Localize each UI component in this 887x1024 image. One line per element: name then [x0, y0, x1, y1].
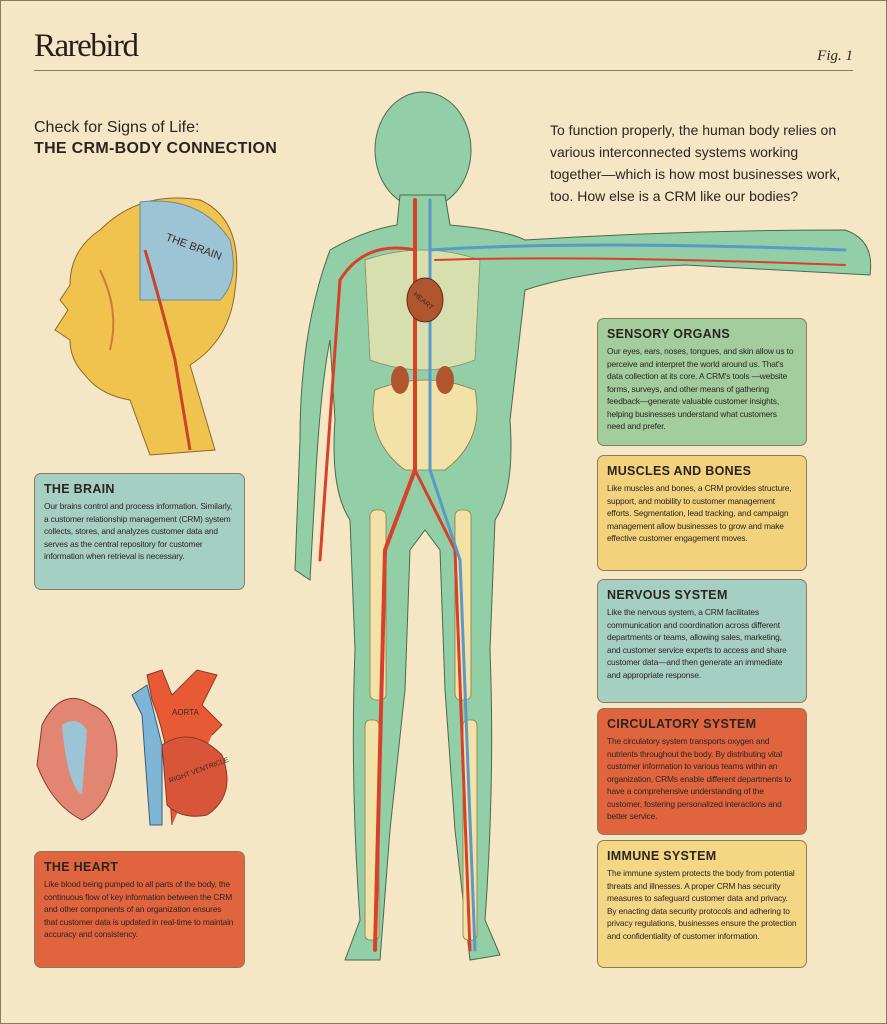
card-sensory-title: SENSORY ORGANS — [607, 327, 730, 341]
intro-text: To function properly, the human body rel… — [550, 122, 841, 204]
card-heart: THE HEART Like blood being pumped to all… — [34, 851, 245, 968]
card-immune-body: The immune system protects the body from… — [607, 868, 797, 941]
brain-head-illustration: THE BRAIN — [54, 197, 238, 456]
card-heart-title: THE HEART — [44, 860, 119, 874]
card-heart-body: Like blood being pumped to all parts of … — [44, 879, 234, 939]
card-muscles-bones: MUSCLES AND BONES Like muscles and bones… — [597, 455, 807, 571]
header-divider — [34, 70, 853, 71]
card-brain: THE BRAIN Our brains control and process… — [34, 473, 245, 590]
card-muscles-title: MUSCLES AND BONES — [607, 464, 752, 478]
card-sensory-organs: SENSORY ORGANS Our eyes, ears, noses, to… — [597, 318, 807, 446]
headline-kicker: Check for Signs of Life: — [34, 119, 200, 136]
card-sensory-body: Our eyes, ears, noses, tongues, and skin… — [607, 346, 794, 431]
card-circulatory-title: CIRCULATORY SYSTEM — [607, 717, 757, 731]
card-nervous-title: NERVOUS SYSTEM — [607, 588, 728, 602]
circulatory-body-illustration: HEART — [294, 91, 872, 961]
rarebird-logo[interactable]: Rarebird — [34, 28, 139, 64]
card-nervous-system: NERVOUS SYSTEM Like the nervous system, … — [597, 579, 807, 703]
heart-illustration: AORTA RIGHT VENTRICLE — [36, 669, 230, 826]
card-muscles-body: Like muscles and bones, a CRM provides s… — [607, 483, 792, 543]
card-circulatory-body: The circulatory system transports oxygen… — [607, 736, 792, 821]
card-brain-body: Our brains control and process informati… — [44, 501, 233, 561]
page-title: THE CRM-BODY CONNECTION — [34, 140, 278, 157]
aorta-label: AORTA — [172, 708, 199, 717]
card-immune-title: IMMUNE SYSTEM — [607, 849, 717, 863]
figure-number: Fig. 1 — [817, 48, 853, 64]
card-brain-title: THE BRAIN — [44, 482, 115, 496]
card-immune-system: IMMUNE SYSTEM The immune system protects… — [597, 840, 807, 968]
card-nervous-body: Like the nervous system, a CRM facilitat… — [607, 607, 787, 680]
card-circulatory-system: CIRCULATORY SYSTEM The circulatory syste… — [597, 708, 807, 835]
